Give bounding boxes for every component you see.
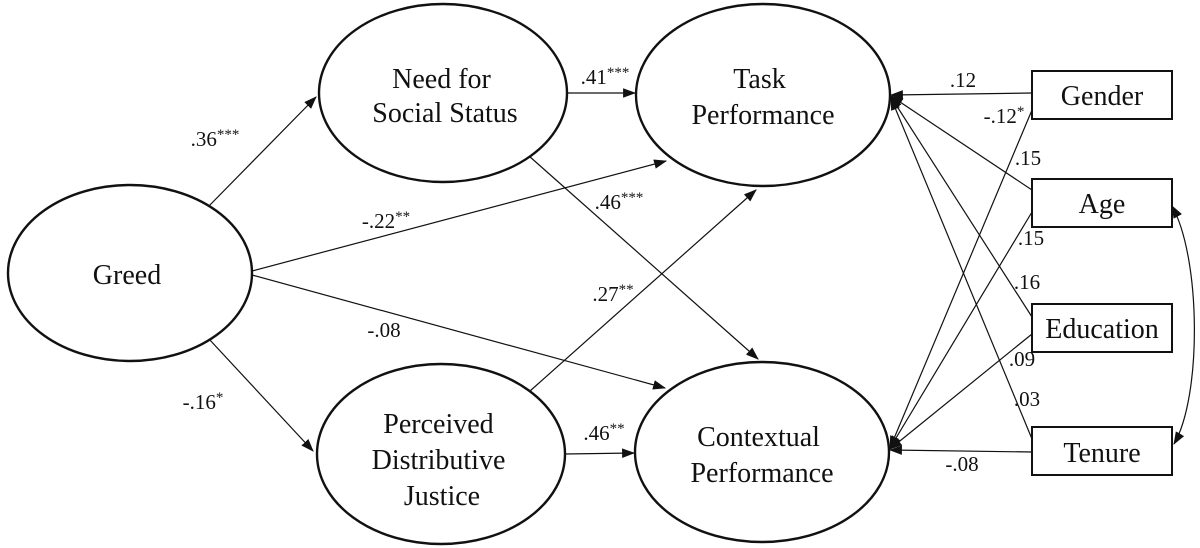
perceived-distributive-justice-label: Perceived Distributive Justice [372,409,513,512]
path-greed-to-perceived-distributive-justice [208,338,314,452]
coef-greed-to-perceived-distributive-justice: -.16* [183,390,224,414]
coef-need-for-social-status-to-task-performance: .41*** [581,65,630,89]
path-perceived-distributive-justice-to-task-performance [529,189,757,392]
contextual-performance-label: Contextual Performance [690,422,833,489]
task-performance-node [634,2,892,188]
need-for-social-status-node [317,2,569,184]
structural-paths [205,88,759,458]
perceived-distributive-justice-node [315,362,567,546]
task-performance-label: Task Performance [691,64,834,131]
path-greed-to-contextual-performance [251,274,667,390]
coef-greed-to-contextual-performance: -.08 [367,318,400,342]
gender-node [1031,70,1173,120]
path-age-to-task-performance [890,95,1033,191]
age-node [1031,178,1173,228]
gender-label: Gender [1061,81,1144,112]
coef-age-to-task-performance: .15 [1015,146,1041,170]
coef-perceived-distributive-justice-to-contextual-performance: .46** [583,421,624,445]
path-education-to-task-performance [890,96,1033,318]
coef-greed-to-need-for-social-status: .36*** [191,127,240,151]
coef-perceived-distributive-justice-to-task-performance: .27** [592,282,633,306]
coef-education-to-contextual-performance: .09 [1009,347,1035,371]
coefficient-labels: .36*** -.22** -.08 -.16* .41*** .46*** .… [183,65,1045,476]
path-perceived-distributive-justice-to-contextual-performance [564,448,636,458]
coef-gender-to-task-performance: .12 [950,68,976,92]
need-for-social-status-label: Need for Social Status [372,64,517,129]
greed-label: Greed [93,260,161,291]
coef-education-to-task-performance: .16 [1014,270,1040,294]
covariance-age-tenure-arc [1171,205,1195,445]
control-paths [888,90,1195,455]
path-greed-to-task-performance [251,159,668,272]
coef-age-to-contextual-performance: .15 [1018,226,1044,250]
latent-nodes: Greed Need for Social Status Task Perfor… [6,2,892,546]
contextual-performance-node [633,360,891,544]
coef-gender-to-contextual-performance: -.12* [984,104,1025,128]
path-tenure-to-contextual-performance [888,445,1033,455]
path-greed-to-need-for-social-status [205,96,317,210]
tenure-label: Tenure [1063,438,1140,469]
path-gender-to-contextual-performance [889,109,1033,449]
coef-tenure-to-task-performance: .03 [1014,387,1040,411]
greed-node [6,183,254,363]
coef-need-for-social-status-to-contextual-performance: .46*** [595,190,644,214]
tenure-node [1031,426,1173,476]
coef-greed-to-task-performance: -.22** [362,209,410,233]
path-tenure-to-task-performance [890,96,1033,440]
path-need-for-social-status-to-contextual-performance [528,155,759,360]
age-label: Age [1079,189,1126,220]
path-education-to-contextual-performance [889,333,1033,450]
control-nodes: Gender Age Education Tenure [1031,70,1173,476]
education-label: Education [1045,314,1159,345]
path-gender-to-task-performance [889,90,1033,100]
education-node [1031,303,1173,353]
coef-tenure-to-contextual-performance: -.08 [945,452,978,476]
path-age-to-contextual-performance [889,211,1033,449]
